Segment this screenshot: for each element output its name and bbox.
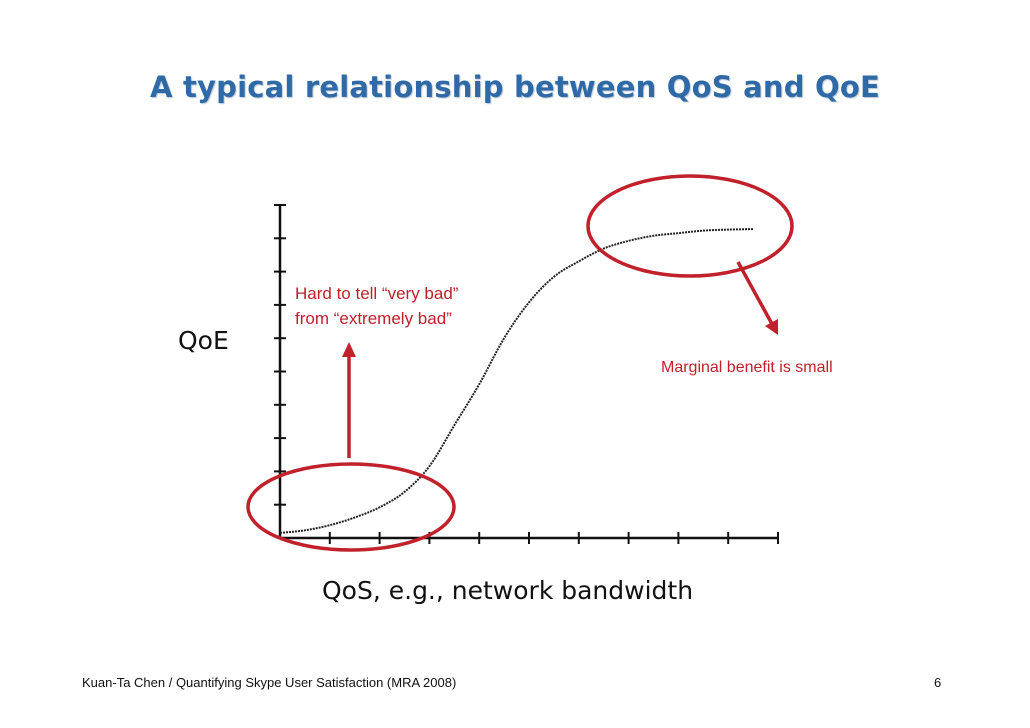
diagonal-arrow-head <box>765 319 778 335</box>
up-arrow-head <box>342 342 356 357</box>
annotation-low-qos: Hard to tell “very bad” from “extremely … <box>295 284 459 328</box>
x-axis-label: QoS, e.g., network bandwidth <box>322 576 694 605</box>
annotation-high-qos: Marginal benefit is small <box>661 359 833 376</box>
page-number: 6 <box>934 675 942 690</box>
footer-citation: Kuan-Ta Chen / Quantifying Skype User Sa… <box>82 675 457 690</box>
chart-highlights <box>246 174 794 552</box>
low-qos-highlight-ellipse <box>246 462 456 552</box>
slide-title: A typical relationship between QoS and Q… <box>150 70 880 104</box>
chart-ticks <box>274 204 779 544</box>
qoe-curve <box>279 228 754 534</box>
diagonal-arrow-shaft <box>736 261 774 325</box>
high-qos-highlight-ellipse <box>586 174 794 278</box>
chart-series <box>279 228 754 534</box>
y-axis-label: QoE <box>178 326 229 355</box>
